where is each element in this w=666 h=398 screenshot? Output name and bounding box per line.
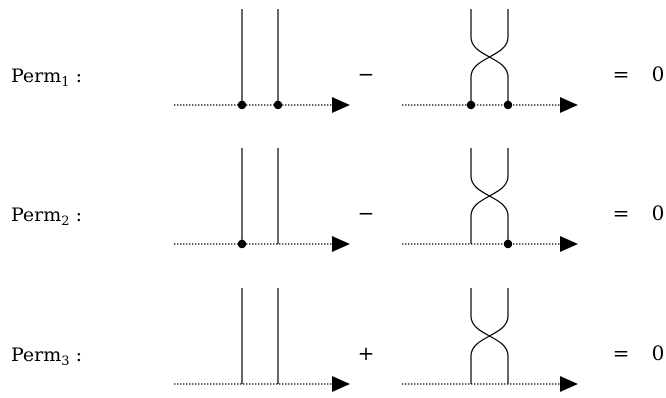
relation-colon: :	[76, 204, 82, 226]
relation-label: Perm3:	[11, 344, 82, 369]
relation-index: 2	[61, 214, 69, 229]
axis-arrowhead	[332, 236, 350, 252]
relation-index: 1	[61, 75, 69, 90]
axis-arrowhead	[560, 97, 578, 113]
dot-left-strand	[466, 100, 476, 110]
operator-sign: −	[358, 62, 375, 86]
relation-colon: :	[76, 65, 82, 87]
relation-label: Perm1:	[11, 65, 82, 90]
dot-right-strand	[503, 239, 513, 249]
relation-row-3: Perm3: + = 0	[11, 288, 664, 392]
equals-sign: =	[613, 341, 630, 365]
dot-right-strand	[273, 100, 283, 110]
right-term	[402, 9, 578, 113]
rhs-zero: 0	[652, 341, 665, 365]
right-term	[402, 288, 578, 392]
equals-sign: =	[613, 201, 630, 225]
left-term	[174, 148, 350, 252]
left-term	[174, 288, 350, 392]
dot-left-strand	[237, 100, 247, 110]
axis-arrowhead	[560, 376, 578, 392]
axis-arrowhead	[332, 97, 350, 113]
equals-sign: =	[613, 62, 630, 86]
relation-index: 3	[61, 354, 69, 369]
relation-name: Perm	[11, 344, 61, 366]
crossing-strand-b	[470, 288, 509, 384]
axis-arrowhead	[560, 236, 578, 252]
relation-row-2: Perm2: − = 0	[11, 148, 664, 252]
right-term	[402, 148, 578, 252]
rhs-zero: 0	[652, 201, 665, 225]
operator-sign: +	[358, 341, 375, 365]
dot-right-strand	[503, 100, 513, 110]
relation-name: Perm	[11, 65, 61, 87]
rhs-zero: 0	[652, 62, 665, 86]
axis-arrowhead	[332, 376, 350, 392]
relation-label: Perm2:	[11, 204, 82, 229]
left-term	[174, 9, 350, 113]
crossing-strand-b	[470, 148, 509, 244]
operator-sign: −	[358, 201, 375, 225]
relation-row-1: Perm1: − = 0	[11, 9, 664, 113]
crossing-strand-b	[470, 9, 509, 105]
dot-left-strand	[237, 239, 247, 249]
relation-name: Perm	[11, 204, 61, 226]
relation-colon: :	[76, 344, 82, 366]
